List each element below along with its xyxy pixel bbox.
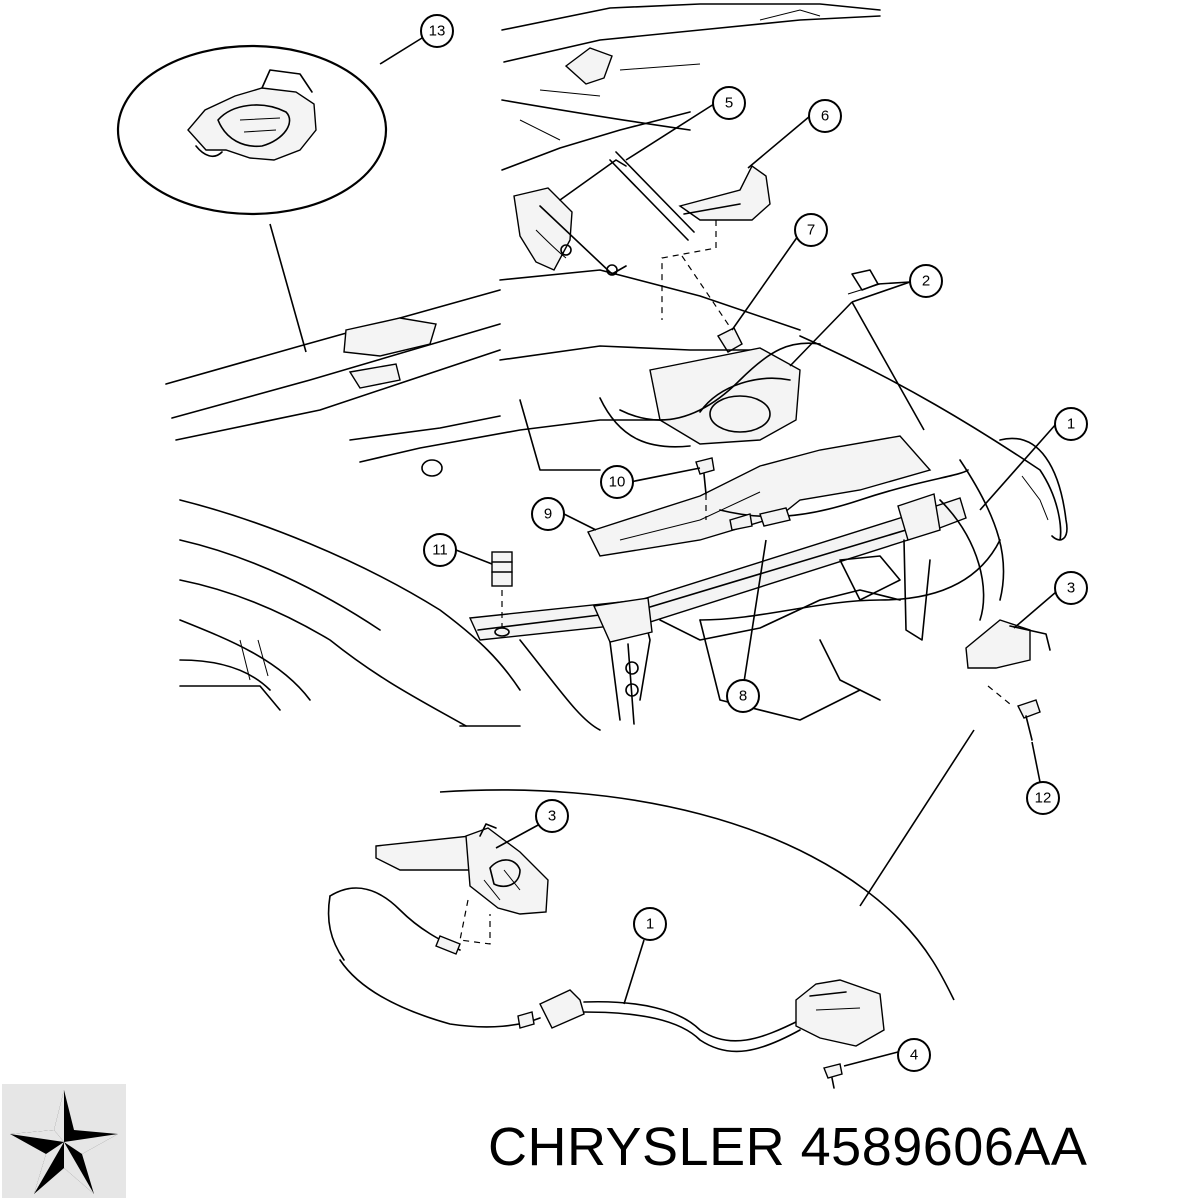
- brand-name: CHRYSLER: [488, 1117, 786, 1177]
- callout-13-label: 13: [429, 23, 446, 40]
- callout-1-lower-label: 1: [646, 916, 654, 933]
- hood-bumper-7: [716, 327, 743, 353]
- callout-5-label: 5: [725, 95, 733, 112]
- callout-7: 7: [794, 213, 828, 247]
- release-cable-upper: [699, 469, 1001, 621]
- bumper-stop-11: [491, 551, 513, 637]
- insulator-pad-9: [587, 435, 932, 557]
- chrysler-pentastar-icon: [10, 1090, 118, 1194]
- callout-11: 11: [423, 533, 457, 567]
- callout-2: 2: [909, 264, 943, 298]
- hood-hinge-strut: [513, 151, 695, 276]
- cowl-structure: [165, 269, 801, 477]
- callout-12: 12: [1026, 781, 1060, 815]
- fender-left: [179, 499, 521, 727]
- brand-logo: [2, 1084, 126, 1198]
- callout-13: 13: [379, 14, 454, 65]
- detail-lower-arc: [439, 729, 975, 1001]
- release-cable-lower: [327, 887, 885, 1053]
- hood-latch-upper: [965, 619, 1051, 741]
- callout-10: 10: [600, 465, 634, 499]
- shock-tower: [619, 342, 821, 445]
- callout-1-lower: 1: [633, 907, 667, 941]
- callout-1-upper: 1: [1054, 407, 1088, 441]
- callout-1-upper-label: 1: [1067, 416, 1075, 433]
- callout-3-upper: 3: [1054, 571, 1088, 605]
- callout-12-label: 12: [1035, 790, 1052, 807]
- screw-4: [823, 1051, 899, 1089]
- hood-latch-lower: [375, 823, 549, 945]
- callout-4-label: 4: [910, 1047, 918, 1064]
- hood-panel: [501, 3, 881, 171]
- callout-7-label: 7: [807, 222, 815, 239]
- callout-4: 4: [897, 1038, 931, 1072]
- callout-8: 8: [726, 679, 760, 713]
- callout-9: 9: [531, 497, 565, 531]
- callout-6-label: 6: [821, 108, 829, 125]
- front-end-right: [799, 335, 1068, 701]
- hood-prop-rod: [661, 164, 771, 337]
- callout-10-label: 10: [609, 474, 626, 491]
- callout-5: 5: [712, 86, 746, 120]
- callout-8-label: 8: [739, 688, 747, 705]
- detail-zoom-13: [116, 44, 388, 353]
- part-caption: CHRYSLER 4589606AA: [488, 1112, 1200, 1182]
- callout-2-label: 2: [922, 273, 930, 290]
- callout-9-label: 9: [544, 506, 552, 523]
- clip-2: [847, 269, 881, 295]
- radiator-support: [468, 493, 967, 731]
- part-number: 4589606AA: [800, 1117, 1088, 1177]
- leader-lines: [455, 103, 1057, 783]
- callout-6: 6: [808, 99, 842, 133]
- leader-lines-lower: [495, 823, 645, 1005]
- callout-3-lower: 3: [535, 799, 569, 833]
- push-pin-10: [695, 457, 715, 520]
- callout-11-label: 11: [432, 542, 448, 559]
- callout-3-lower-label: 3: [548, 808, 556, 825]
- callout-3-upper-label: 3: [1067, 580, 1075, 597]
